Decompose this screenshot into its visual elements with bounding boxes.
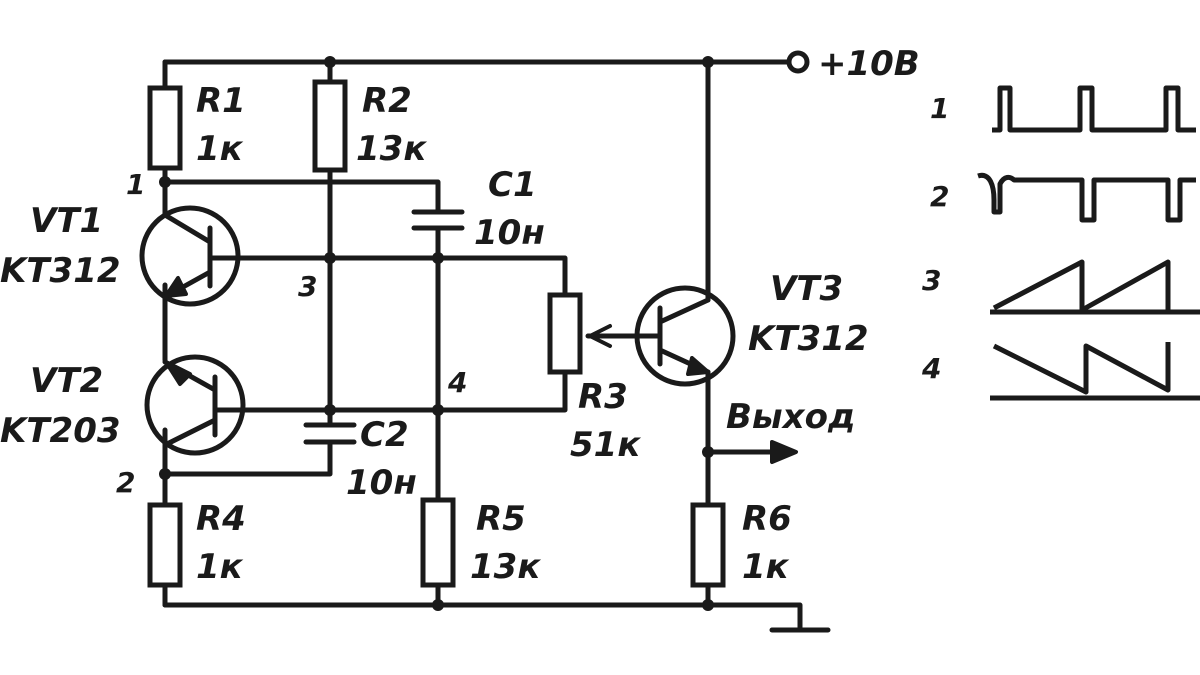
junction-dot <box>159 176 171 188</box>
transistor-name: VT1 <box>30 201 103 241</box>
junction-dot <box>159 468 171 480</box>
transistor-collector <box>657 297 711 325</box>
capacitor-name: C2 <box>360 415 409 455</box>
transistor-vt1: VT1 KT312 <box>0 201 241 307</box>
wire-node1-c1 <box>162 179 441 215</box>
resistor-body <box>147 85 183 171</box>
waveform-trace <box>977 172 1196 223</box>
junction-dot <box>432 252 444 264</box>
wiper-arrow <box>588 324 612 348</box>
capacitor-c1: C1 10н <box>411 165 545 253</box>
waveform-trace <box>990 259 1200 315</box>
resistor-r4: R4 1к <box>147 499 246 588</box>
resistor-r5: R5 13к <box>420 497 541 588</box>
transistor-type: KT203 <box>0 411 121 451</box>
resistor-value: 13к <box>356 129 427 169</box>
waveform-3: 3 <box>922 259 1200 315</box>
supply-terminal <box>786 50 810 74</box>
resistor-name: R5 <box>476 499 526 539</box>
emitter-arrow <box>164 276 188 298</box>
resistor-name: R3 <box>578 377 628 417</box>
resistor-body <box>147 502 183 588</box>
capacitor-name: C1 <box>488 165 537 205</box>
transistor-type: KT312 <box>0 251 121 291</box>
node-label-1: 1 <box>126 168 145 201</box>
junction-dot <box>324 252 336 264</box>
waveform-label: 1 <box>930 92 949 125</box>
transistor-emitter <box>162 417 218 448</box>
resistor-body <box>547 292 583 375</box>
wiring <box>162 59 831 633</box>
transistor-name: VT2 <box>30 361 103 401</box>
resistor-value: 1к <box>742 547 790 587</box>
resistor-r3: R3 51к <box>547 292 641 465</box>
emitter-arrow <box>164 360 192 386</box>
junction-dot <box>702 446 714 458</box>
waveform-trace <box>992 85 1196 133</box>
waveform-label: 4 <box>921 352 941 385</box>
waveform-label: 3 <box>922 264 941 297</box>
resistor-r2: R2 13к <box>312 79 427 173</box>
waveform-1: 1 <box>930 85 1196 133</box>
junction-dot <box>324 404 336 416</box>
resistor-value: 51к <box>570 425 641 465</box>
wire-node3-r3 <box>207 255 568 298</box>
resistor-body <box>312 79 348 173</box>
resistor-body <box>420 497 456 588</box>
transistor-vt3: VT3 KT312 <box>627 269 869 387</box>
node-label-2: 2 <box>116 466 135 499</box>
resistor-name: R1 <box>196 81 246 121</box>
waveform-2: 2 <box>930 172 1196 223</box>
resistor-value: 1к <box>196 547 244 587</box>
ground-rail <box>162 602 803 631</box>
transistor-name: VT3 <box>770 269 843 309</box>
resistor-name: R4 <box>196 499 246 539</box>
junctions <box>159 56 714 611</box>
transistor-type: KT312 <box>748 319 869 359</box>
resistor-r6: R6 1к <box>690 499 792 588</box>
resistor-value: 1к <box>196 129 244 169</box>
resistor-r1: R1 1к <box>147 81 246 171</box>
transistor-collector <box>162 212 213 245</box>
junction-dot <box>324 56 336 68</box>
wire-node4-r3 <box>212 369 568 413</box>
supply-label: +10В <box>818 44 920 84</box>
emitter-arrow <box>686 356 710 376</box>
wire-c2-node2 <box>162 439 333 477</box>
junction-dot <box>702 599 714 611</box>
resistor-name: R6 <box>742 499 792 539</box>
transistor-vt2: VT2 KT203 <box>0 354 246 456</box>
capacitor-value: 10н <box>474 213 545 253</box>
resistor-name: R2 <box>362 81 412 121</box>
output-label: Выход <box>726 397 855 437</box>
resistor-body <box>690 502 726 588</box>
capacitor-c2: C2 10н <box>303 415 417 503</box>
junction-dot <box>432 599 444 611</box>
node-label-3: 3 <box>298 270 317 303</box>
transistor-body <box>144 354 246 456</box>
node-label-4: 4 <box>447 366 467 399</box>
transistor-body <box>139 205 241 307</box>
waveform-4: 4 <box>921 342 1200 401</box>
output-arrow <box>770 440 798 464</box>
waveform-trace <box>990 342 1200 401</box>
capacitor-value: 10н <box>346 463 417 503</box>
waveform-label: 2 <box>930 180 949 213</box>
resistor-value: 13к <box>470 547 541 587</box>
junction-dot <box>702 56 714 68</box>
junction-dot <box>432 404 444 416</box>
